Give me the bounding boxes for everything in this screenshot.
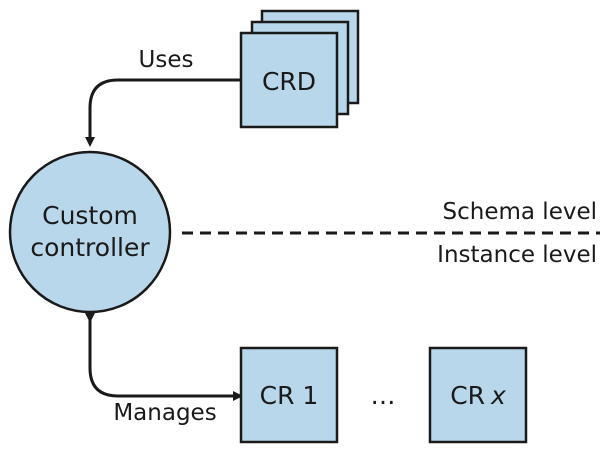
cr1-box xyxy=(239,346,339,444)
controller-label-line1: Custom xyxy=(42,201,138,230)
instance-level-label: Instance level xyxy=(437,242,597,268)
uses-label: Uses xyxy=(139,47,194,73)
controller-label-line2: controller xyxy=(30,233,150,262)
cr1-label: CR 1 xyxy=(260,381,319,410)
crx-box xyxy=(428,346,528,444)
schema-level-label: Schema level xyxy=(443,199,597,225)
crx-label-prefix: CR xyxy=(450,381,485,410)
manages-edge xyxy=(85,313,243,401)
crx-label-var: x xyxy=(490,381,506,410)
custom-controller-circle xyxy=(8,150,172,314)
uses-edge xyxy=(85,78,241,147)
cr1-node[interactable]: CR 1 xyxy=(239,346,339,444)
crd-box-front xyxy=(239,31,339,129)
crd-stack[interactable]: CRD xyxy=(239,9,360,129)
manages-label: Manages xyxy=(113,400,216,426)
crd-label: CRD xyxy=(262,67,316,96)
custom-controller-node[interactable]: Custom controller xyxy=(8,150,172,314)
ellipsis: … xyxy=(371,381,396,410)
